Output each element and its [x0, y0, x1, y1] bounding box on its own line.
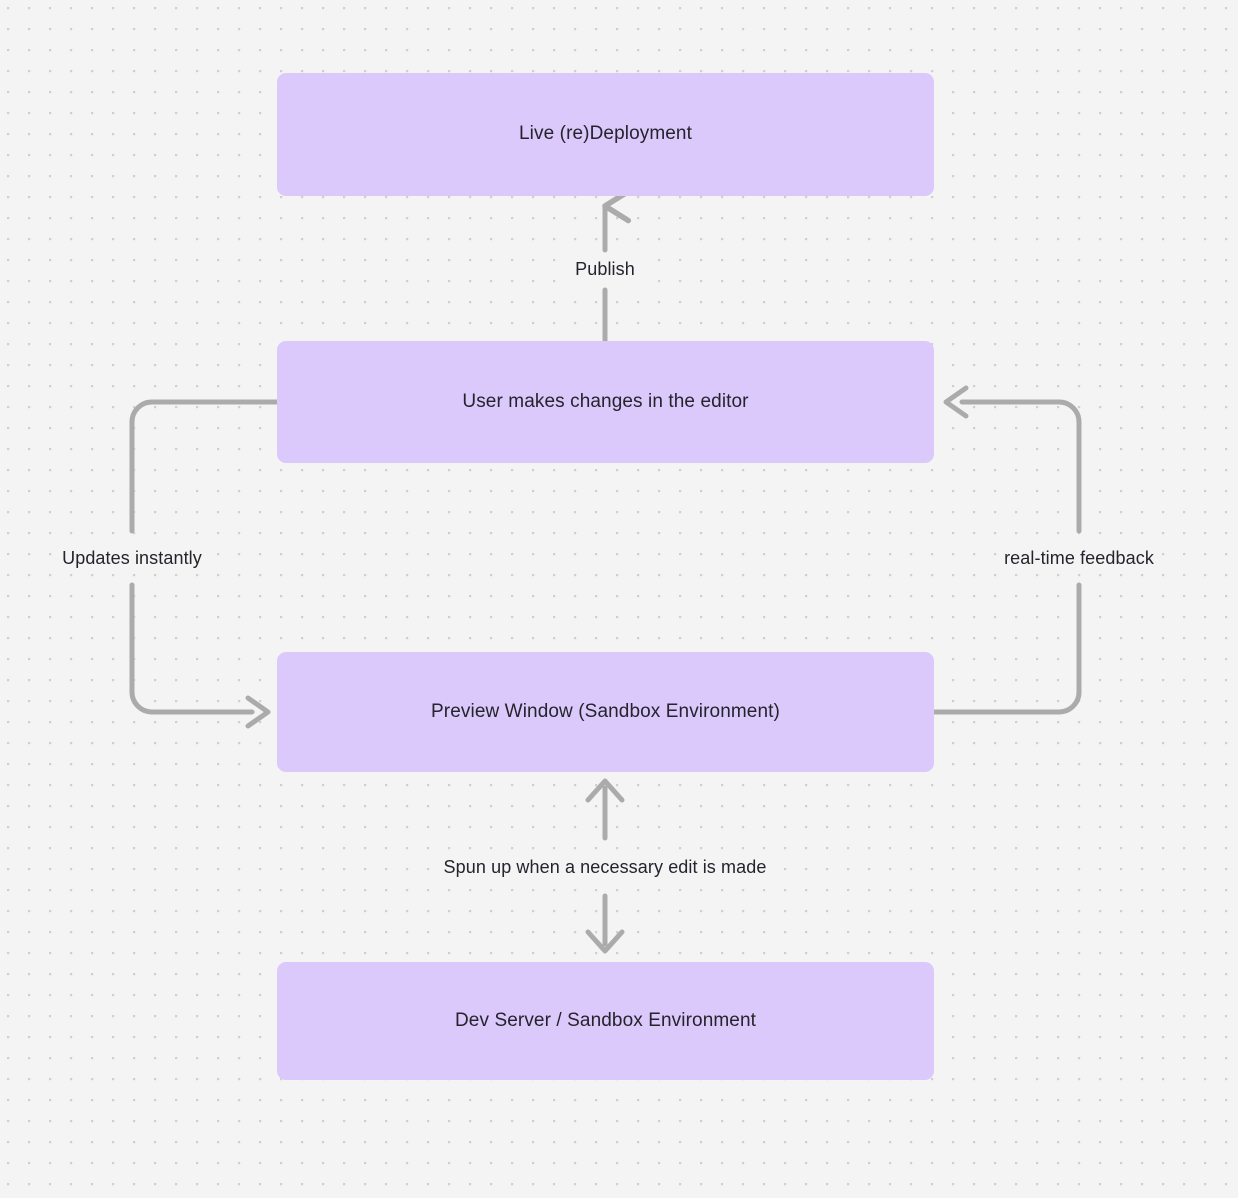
- node-label: Dev Server / Sandbox Environment: [454, 1009, 756, 1031]
- node-dev-server[interactable]: Dev Server / Sandbox Environment: [277, 962, 934, 1080]
- edge-label-real-time-feedback: real-time feedback: [997, 544, 1161, 572]
- edge-label-updates-instantly: Updates instantly: [55, 544, 209, 572]
- node-label: Live (re)Deployment: [519, 123, 692, 145]
- node-user-makes-changes[interactable]: User makes changes in the editor: [277, 341, 934, 463]
- edge-label-publish: Publish: [568, 255, 642, 283]
- node-preview-window[interactable]: Preview Window (Sandbox Environment): [277, 652, 934, 772]
- node-label: User makes changes in the editor: [462, 390, 749, 412]
- node-live-redeployment[interactable]: Live (re)Deployment: [277, 73, 934, 196]
- edge-label-spun-up: Spun up when a necessary edit is made: [436, 853, 774, 881]
- node-label: Preview Window (Sandbox Environment): [431, 700, 780, 722]
